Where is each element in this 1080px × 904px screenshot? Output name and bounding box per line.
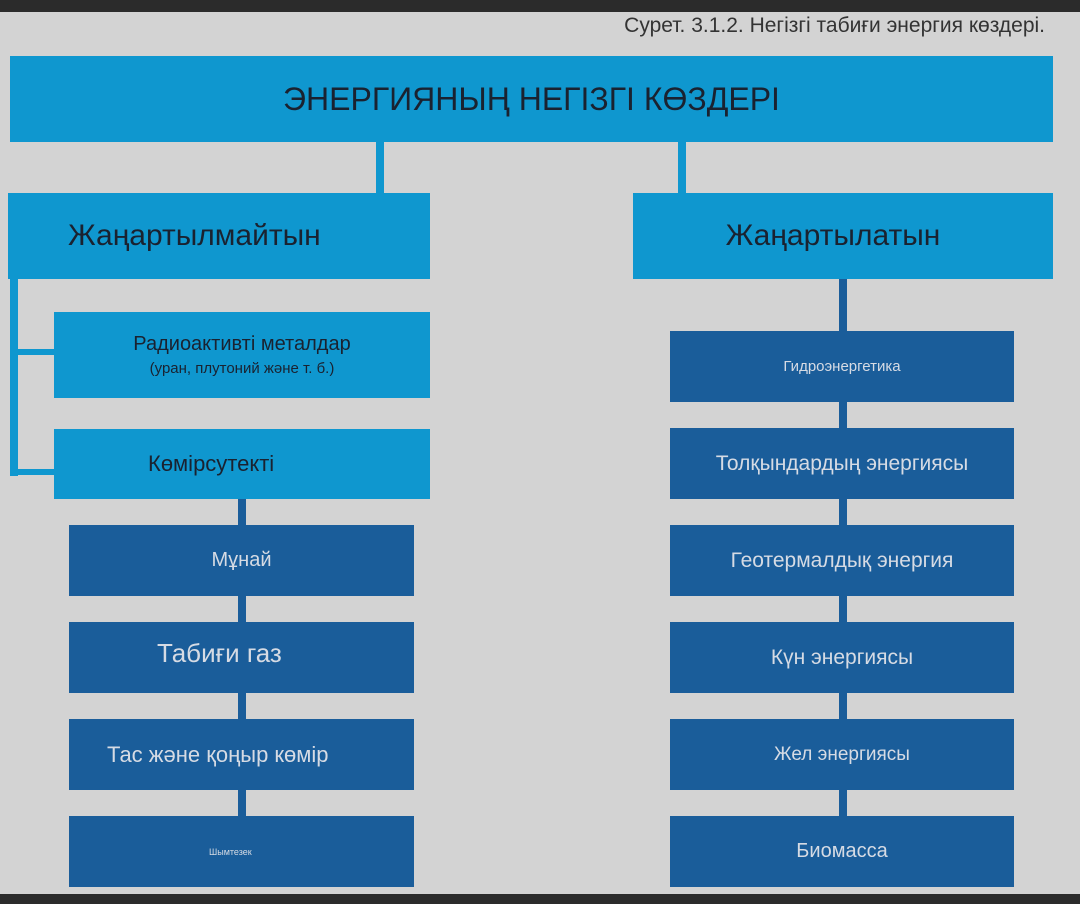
renewable-item-label: Гидроэнергетика: [783, 358, 901, 375]
hydrocarbon-item-label: Табиғи газ: [157, 638, 282, 668]
non-renewable-box: Жаңартылмайтын: [8, 193, 430, 279]
renewable-item-label: Жел энергиясы: [774, 743, 910, 765]
hydrocarbon-label: Көмірсутекті: [148, 451, 275, 476]
connector-left-trunk: [10, 276, 18, 476]
renewable-item-geothermal: Геотермалдық энергия: [670, 525, 1014, 596]
hydrocarbon-box: Көмірсутекті: [54, 429, 430, 499]
renewable-box: Жаңартылатын: [633, 193, 1053, 279]
root-title: ЭНЕРГИЯНЫҢ НЕГІЗГІ КӨЗДЕРІ: [283, 80, 780, 117]
renewable-item-hydro: Гидроэнергетика: [670, 331, 1014, 402]
connector-root-right: [678, 140, 686, 194]
renewable-item-label: Күн энергиясы: [770, 645, 914, 669]
non-renewable-title: Жаңартылмайтын: [68, 219, 321, 252]
connector-radioactive: [10, 349, 56, 355]
renewable-item-solar: Күн энергиясы: [670, 622, 1014, 693]
hydrocarbon-item-peat: Шымтезек: [69, 816, 414, 887]
radioactive-box: Радиоактивті металдар (уран, плутоний жә…: [54, 312, 430, 398]
figure-caption: Сурет. 3.1.2. Негізгі табиғи энергия көз…: [624, 14, 1045, 37]
hydrocarbon-item-oil: Мұнай: [69, 525, 414, 596]
hydrocarbon-item-natural-gas: Табиғи газ: [69, 622, 414, 693]
hydrocarbon-item-label: Тас және қоңыр көмір: [107, 741, 329, 767]
root-box: ЭНЕРГИЯНЫҢ НЕГІЗГІ КӨЗДЕРІ: [10, 56, 1053, 142]
renewable-title: Жаңартылатын: [725, 219, 941, 252]
hydrocarbon-item-label: Мұнай: [211, 549, 272, 571]
renewable-item-label: Толқындардың энергиясы: [715, 451, 969, 475]
renewable-item-biomass: Биомасса: [670, 816, 1014, 887]
hydrocarbon-item-coal: Тас және қоңыр көмір: [69, 719, 414, 790]
renewable-item-wave: Толқындардың энергиясы: [670, 428, 1014, 499]
connector-hydrocarbon: [10, 469, 56, 475]
renewable-item-label: Геотермалдық энергия: [730, 548, 954, 572]
connector-root-left: [376, 140, 384, 194]
radioactive-note: (уран, плутоний және т. б.): [149, 360, 335, 377]
radioactive-label: Радиоактивті металдар: [133, 333, 351, 355]
renewable-item-wind: Жел энергиясы: [670, 719, 1014, 790]
hydrocarbon-item-label: Шымтезек: [209, 846, 252, 857]
renewable-item-label: Биомасса: [796, 840, 888, 862]
